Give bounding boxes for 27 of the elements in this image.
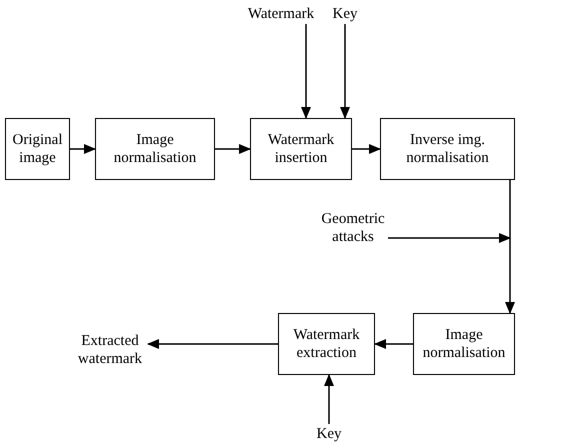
label-text: Extracted watermark <box>72 330 148 370</box>
label-text: Watermark <box>240 4 322 24</box>
process-box <box>380 118 515 180</box>
box-label: Image normalisation <box>112 131 198 167</box>
box-label: Watermark extraction <box>292 326 361 362</box>
box-label: Inverse img. normalisation <box>405 131 490 167</box>
arrow <box>374 339 413 349</box>
box-label: Image normalisation <box>422 326 506 362</box>
process-box <box>278 313 375 375</box>
process-box <box>413 313 515 375</box>
process-box <box>250 118 352 180</box>
label-text: Key <box>330 4 360 24</box>
arrow <box>505 180 515 314</box>
arrow <box>215 144 251 154</box>
process-box <box>5 118 70 180</box>
box-label: Original image <box>12 131 64 167</box>
arrow <box>70 144 96 154</box>
arrow <box>301 24 311 119</box>
process-box <box>95 118 215 180</box>
arrow <box>147 339 278 349</box>
arrow <box>388 233 511 243</box>
arrow <box>324 374 334 424</box>
label-text: Geometric attacks <box>318 208 388 248</box>
label-text: Key <box>314 424 344 444</box>
box-label: Watermark insertion <box>266 131 336 167</box>
arrow <box>340 24 350 119</box>
arrow <box>352 144 381 154</box>
